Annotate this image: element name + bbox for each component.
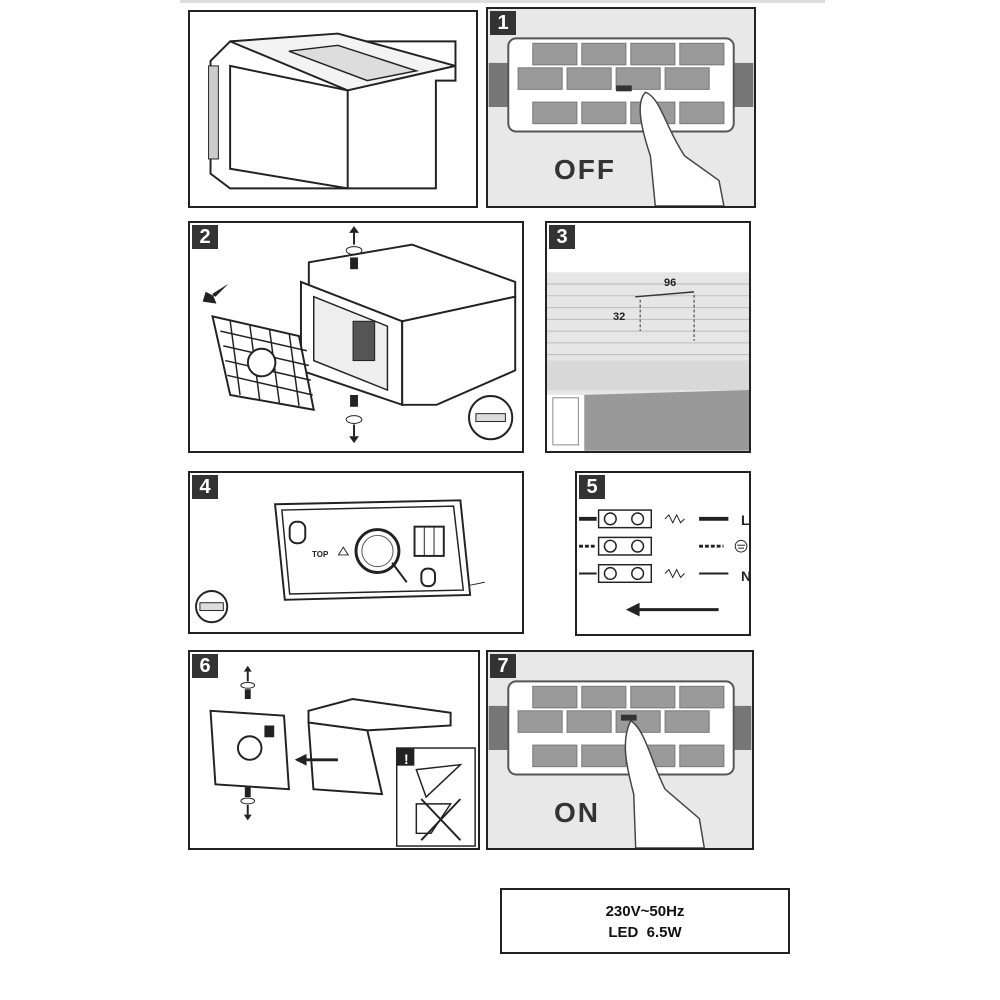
panel-step-1: 1 OFF — [486, 7, 756, 208]
panel-step-3: 3 96 32 — [545, 221, 751, 453]
power-spec: LED 6.5W — [608, 924, 682, 941]
warning-symbol: ! — [404, 751, 409, 767]
wiring-diagram — [579, 509, 748, 617]
panel-step-5: 5 L N — [575, 471, 751, 636]
product-illustration — [208, 32, 457, 190]
top-label: TOP — [312, 550, 329, 559]
switch-on-illustration — [488, 680, 752, 848]
reassembly-illustration — [209, 665, 476, 847]
step-number: 2 — [192, 225, 218, 249]
panel-step-6: 6 ! — [188, 650, 480, 850]
wall-mounting-illustration — [547, 272, 749, 451]
on-label: ON — [554, 797, 600, 828]
step-number: 3 — [549, 225, 575, 249]
dimension-32: 32 — [613, 311, 626, 323]
neutral-label: N — [741, 568, 751, 584]
off-label: OFF — [554, 154, 616, 185]
step-number: 5 — [579, 475, 605, 499]
back-plate-illustration — [195, 499, 485, 624]
open-housing-illustration — [202, 225, 517, 444]
voltage-spec: 230V~50Hz — [605, 903, 685, 920]
spec-box: 230V~50Hz LED 6.5W — [500, 888, 790, 954]
panel-step-4: 4 TOP — [188, 471, 524, 634]
panel-step-7: 7 ON — [486, 650, 754, 850]
dimension-96: 96 — [664, 277, 677, 289]
switch-off-illustration — [488, 37, 754, 206]
step-number: 4 — [192, 475, 218, 499]
step-number: 1 — [490, 11, 516, 35]
step-number: 7 — [490, 654, 516, 678]
top-rule — [180, 0, 825, 3]
live-label: L — [741, 512, 750, 528]
step-number: 6 — [192, 654, 218, 678]
panel-product — [188, 10, 478, 208]
panel-step-2: 2 — [188, 221, 524, 453]
